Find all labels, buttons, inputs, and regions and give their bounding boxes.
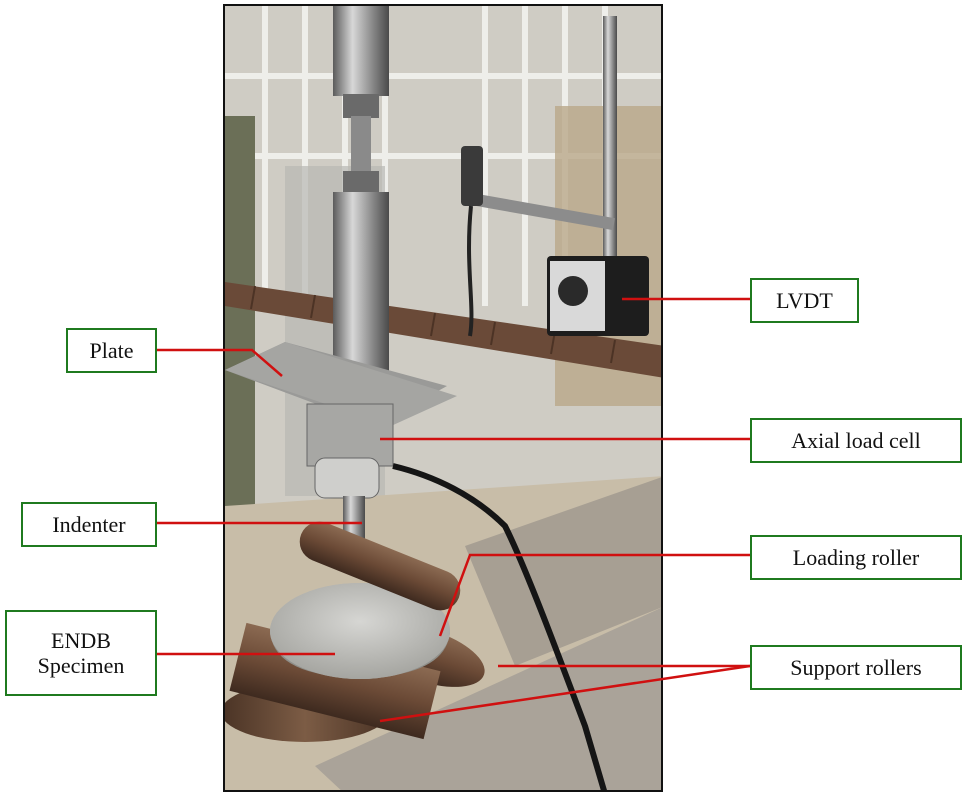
- axial-load-cell-label: Axial load cell: [750, 418, 962, 463]
- plate: [225, 342, 457, 426]
- plate-label: Plate: [66, 328, 157, 373]
- upper-shaft: [333, 6, 389, 96]
- load-piston: [333, 192, 389, 382]
- test-setup-illustration: [225, 6, 661, 790]
- threaded-rod: [351, 116, 371, 176]
- upper-nut: [343, 94, 379, 118]
- left-frame: [225, 116, 255, 516]
- indenter-label: Indenter: [21, 502, 157, 547]
- endb-specimen-label: ENDB Specimen: [5, 610, 157, 696]
- magnetic-base-knob: [558, 276, 588, 306]
- test-setup-photo: [223, 4, 663, 792]
- lower-nut: [343, 171, 379, 195]
- loading-roller: [299, 521, 461, 611]
- load-cell-clevis: [314, 457, 380, 499]
- lvdt-cable: [467, 205, 474, 337]
- lvdt-label: LVDT: [750, 278, 859, 323]
- load-cell-body: [306, 403, 394, 467]
- lvdt-stand-rod: [603, 16, 617, 266]
- support-rollers-label: Support rollers: [750, 645, 962, 690]
- loading-roller-label: Loading roller: [750, 535, 962, 580]
- lvdt-sensor: [461, 146, 483, 206]
- lvdt-arm: [475, 193, 615, 231]
